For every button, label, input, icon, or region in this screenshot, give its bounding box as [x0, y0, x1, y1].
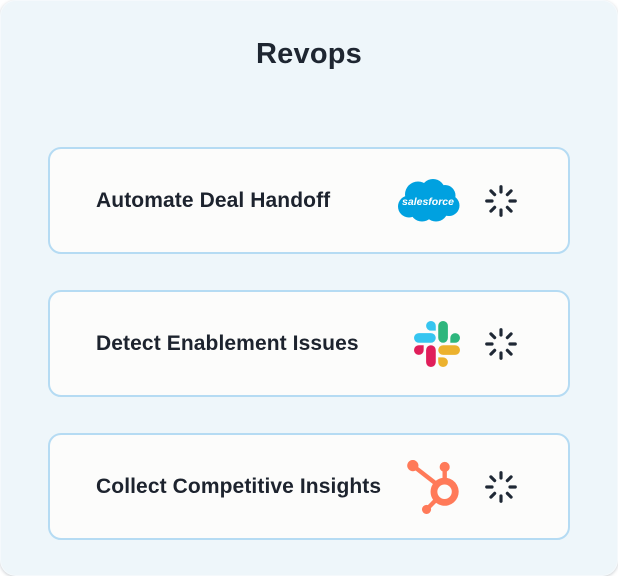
loading-spinner-icon	[482, 468, 520, 506]
salesforce-wordmark: salesforce	[402, 196, 454, 208]
page-title: Revops	[256, 38, 362, 70]
hubspot-logo-icon	[406, 459, 460, 514]
salesforce-logo-icon: salesforce	[396, 177, 460, 224]
card-detect-enablement-issues[interactable]: Detect Enablement Issues	[48, 290, 570, 397]
card-label: Automate Deal Handoff	[96, 188, 331, 212]
card-label: Collect Competitive Insights	[96, 474, 382, 498]
workflow-card-list: Automate Deal Handoff salesforce	[48, 147, 570, 540]
card-label: Detect Enablement Issues	[96, 331, 359, 355]
card-automate-deal-handoff[interactable]: Automate Deal Handoff salesforce	[48, 147, 570, 254]
card-collect-competitive-insights[interactable]: Collect Competitive Insights	[48, 433, 570, 540]
slack-logo-icon	[414, 320, 460, 367]
loading-spinner-icon	[482, 182, 520, 220]
loading-spinner-icon	[482, 325, 520, 363]
